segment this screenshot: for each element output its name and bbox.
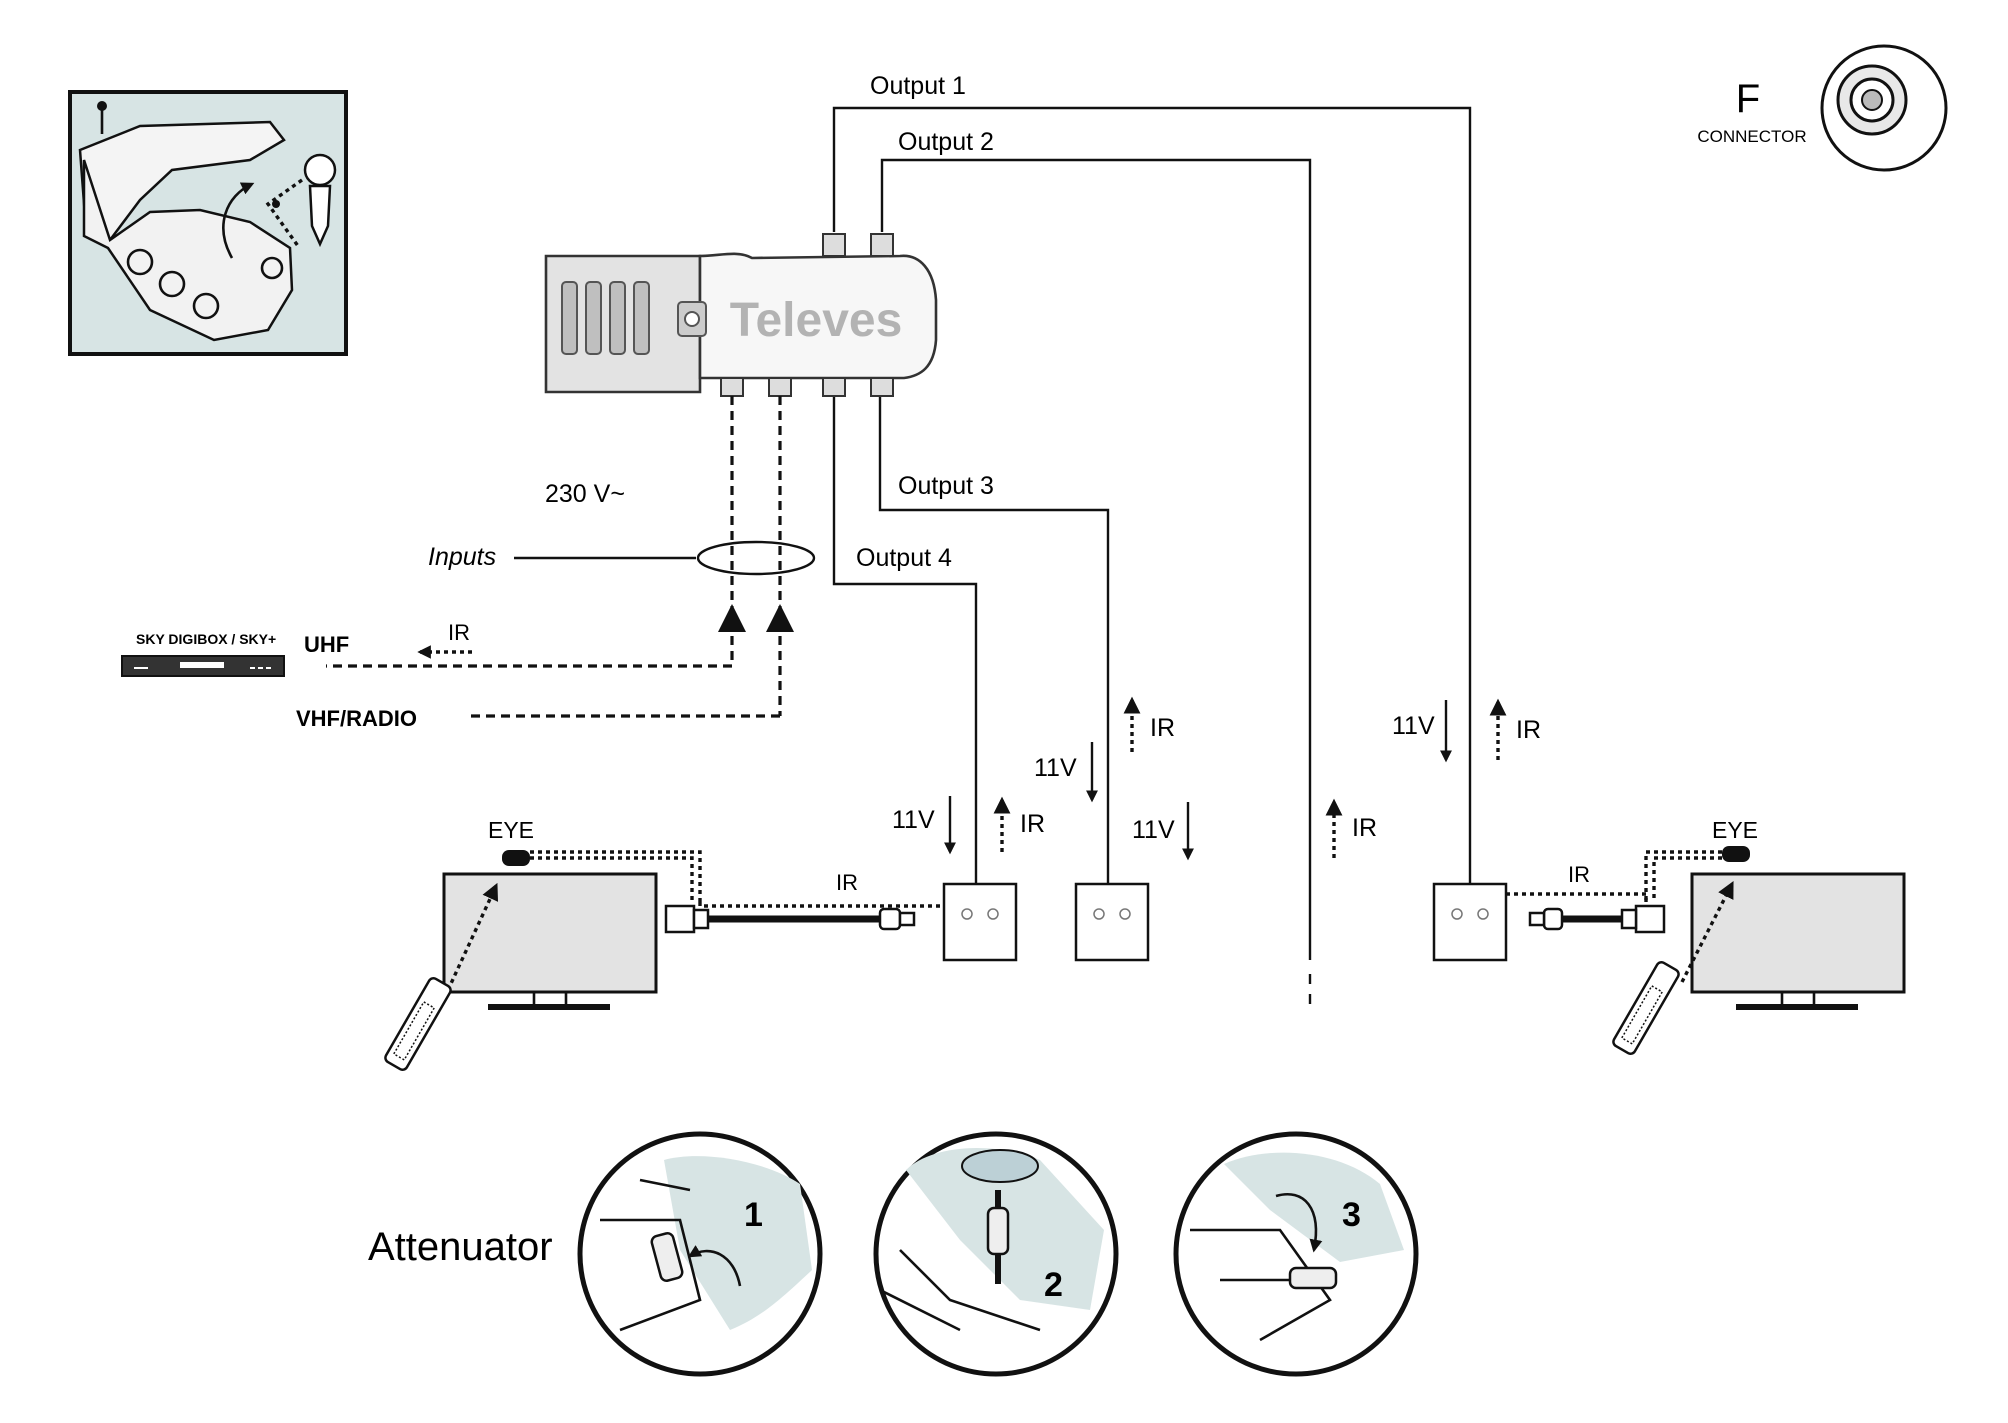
- indicators-output-1: 11V IR: [1392, 698, 1541, 763]
- inputs-bundle: [696, 540, 816, 576]
- wall-socket-2: [1074, 882, 1150, 962]
- ir-label-left-tv: IR: [836, 870, 858, 895]
- tv-left: EYE IR: [384, 817, 944, 1071]
- attenuator-step-2: 2: [873, 1131, 1119, 1377]
- indicators-output-4: 11V IR: [892, 796, 1045, 855]
- f-connector-icon: F CONNECTOR: [1697, 44, 1948, 172]
- receiver-label: SKY DIGIBOX / SKY+: [136, 631, 276, 647]
- indicators-output-2: IR: [1325, 798, 1377, 858]
- remote-control-left: [384, 977, 452, 1071]
- output-4-label: Output 4: [856, 544, 952, 572]
- amplifier-unit: Televes: [544, 233, 938, 397]
- output-3-label: Output 3: [898, 472, 994, 500]
- connector-caption: CONNECTOR: [1697, 127, 1806, 146]
- voltage-label-1: 11V: [892, 806, 935, 834]
- uhf-label: UHF: [304, 632, 349, 657]
- ir-label-3: IR: [1352, 814, 1377, 842]
- eye-sensor-left: [502, 850, 530, 866]
- output-2-label: Output 2: [898, 128, 994, 156]
- connector-letter: F: [1736, 77, 1760, 121]
- voltage-label-4: 11V: [1392, 712, 1435, 740]
- eye-sensor-right: [1722, 846, 1750, 862]
- ir-label-1: IR: [1020, 810, 1045, 838]
- brand-logo: Televes: [730, 294, 903, 347]
- vhf-label: VHF/RADIO: [296, 706, 417, 731]
- ir-label-right-tv: IR: [1568, 862, 1590, 887]
- wall-socket-3: [1432, 882, 1508, 962]
- ir-label-2: IR: [1150, 714, 1175, 742]
- tv-right: EYE IR: [1506, 817, 1906, 1055]
- output-1-label: Output 1: [870, 72, 966, 100]
- indicators-output-3: 11V IR 11V: [1034, 696, 1194, 861]
- ir-label-receiver: IR: [448, 620, 470, 645]
- eye-label-left: EYE: [488, 817, 534, 843]
- sky-receiver: SKY DIGIBOX / SKY+: [121, 631, 285, 677]
- step-3-number: 3: [1342, 1196, 1361, 1234]
- voltage-label-2: 11V: [1034, 754, 1077, 782]
- eye-label-right: EYE: [1712, 817, 1758, 843]
- step-2-number: 2: [1044, 1266, 1063, 1304]
- cover-detail-inset: [68, 90, 348, 356]
- attenuator-step-3: 3: [1173, 1131, 1419, 1377]
- remote-control-right: [1612, 961, 1680, 1055]
- power-label: 230 V~: [545, 480, 625, 508]
- output-cables: [832, 106, 1472, 1004]
- voltage-label-3: 11V: [1132, 816, 1175, 844]
- ir-label-4: IR: [1516, 716, 1541, 744]
- wall-socket-1: [942, 882, 1018, 962]
- attenuator-step-1: 1: [577, 1131, 823, 1377]
- inputs-label: Inputs: [428, 543, 496, 571]
- attenuator-title: Attenuator: [368, 1225, 553, 1269]
- step-1-number: 1: [744, 1196, 763, 1234]
